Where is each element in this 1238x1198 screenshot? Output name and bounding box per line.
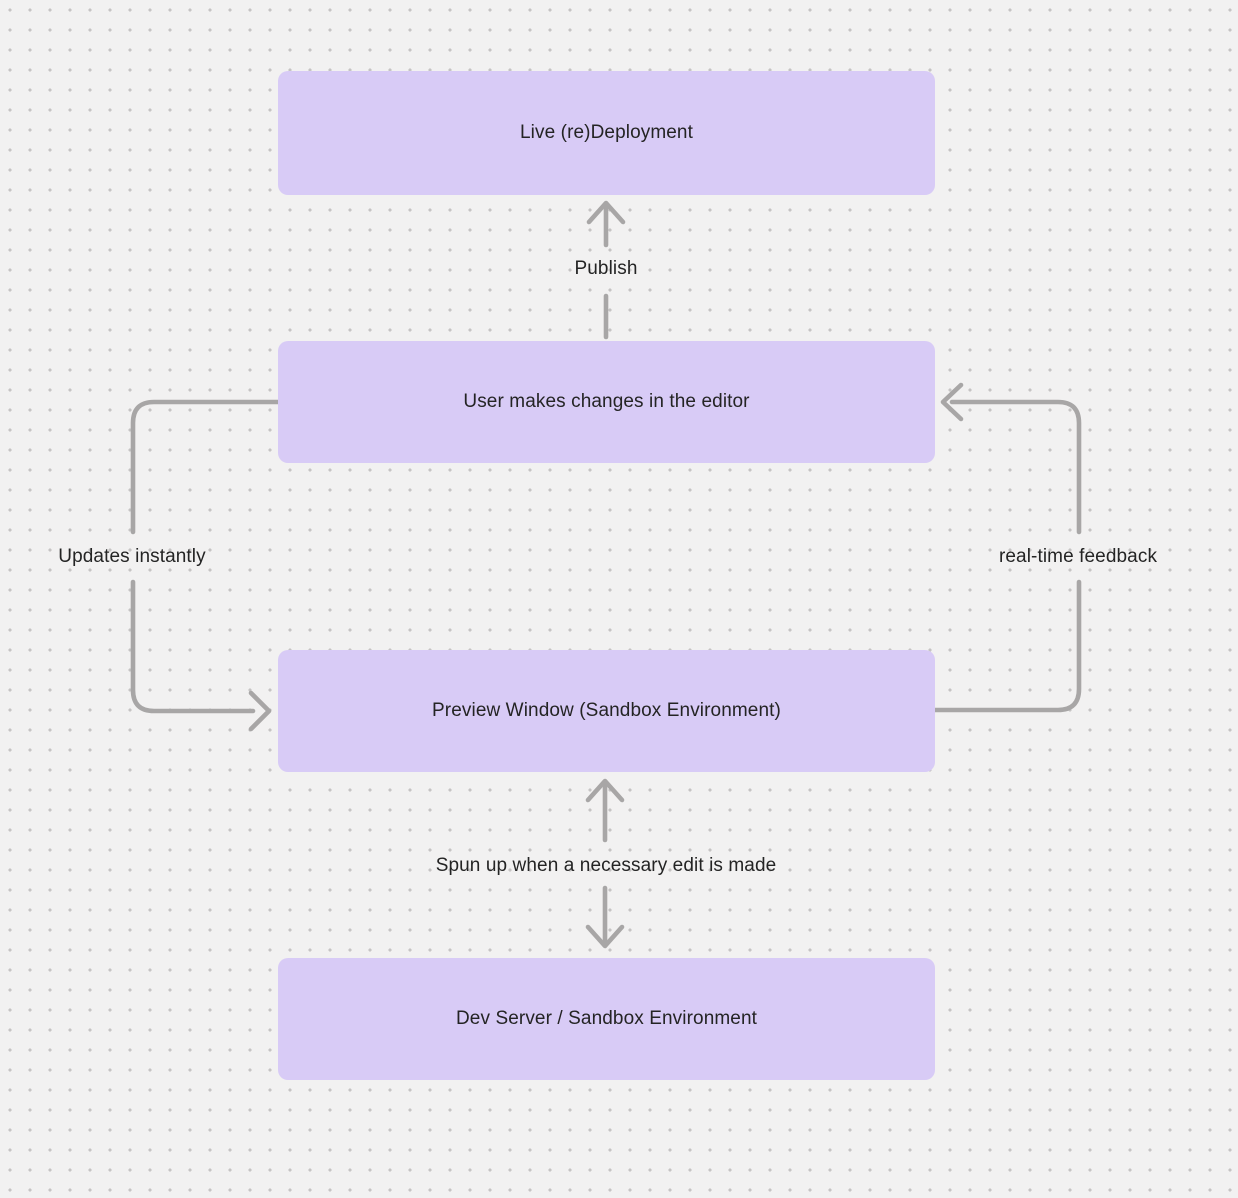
edge-label-publish: Publish [574, 258, 638, 279]
node-live-redeployment: Live (re)Deployment [278, 71, 935, 195]
updates-segment-lower [130, 579, 256, 714]
edge-label-real-time-feedback: real-time feedback [998, 546, 1158, 567]
edge-label-updates-instantly: Updates instantly [58, 546, 206, 567]
edge-updates-instantly-arrow [130, 399, 281, 732]
node-dev-server: Dev Server / Sandbox Environment [278, 958, 935, 1080]
edge-label-spun-up: Spun up when a necessary edit is made [435, 855, 777, 876]
edge-publish-arrow [586, 200, 626, 340]
node-preview-window: Preview Window (Sandbox Environment) [278, 650, 935, 772]
updates-segment-upper [130, 399, 281, 535]
spunup-arrowhead-down-icon [585, 924, 625, 949]
publish-arrowhead-up-icon [586, 200, 626, 225]
edge-real-time-feedback-arrow [932, 382, 1082, 713]
feedback-segment-lower [932, 579, 1082, 713]
node-user-changes: User makes changes in the editor [278, 341, 935, 463]
feedback-arrowhead-left-icon [940, 382, 964, 422]
spunup-arrowhead-up-icon [585, 778, 625, 803]
feedback-segment-upper [949, 399, 1082, 535]
updates-arrowhead-right-icon [248, 690, 272, 732]
edge-spun-up-arrow [585, 778, 625, 949]
